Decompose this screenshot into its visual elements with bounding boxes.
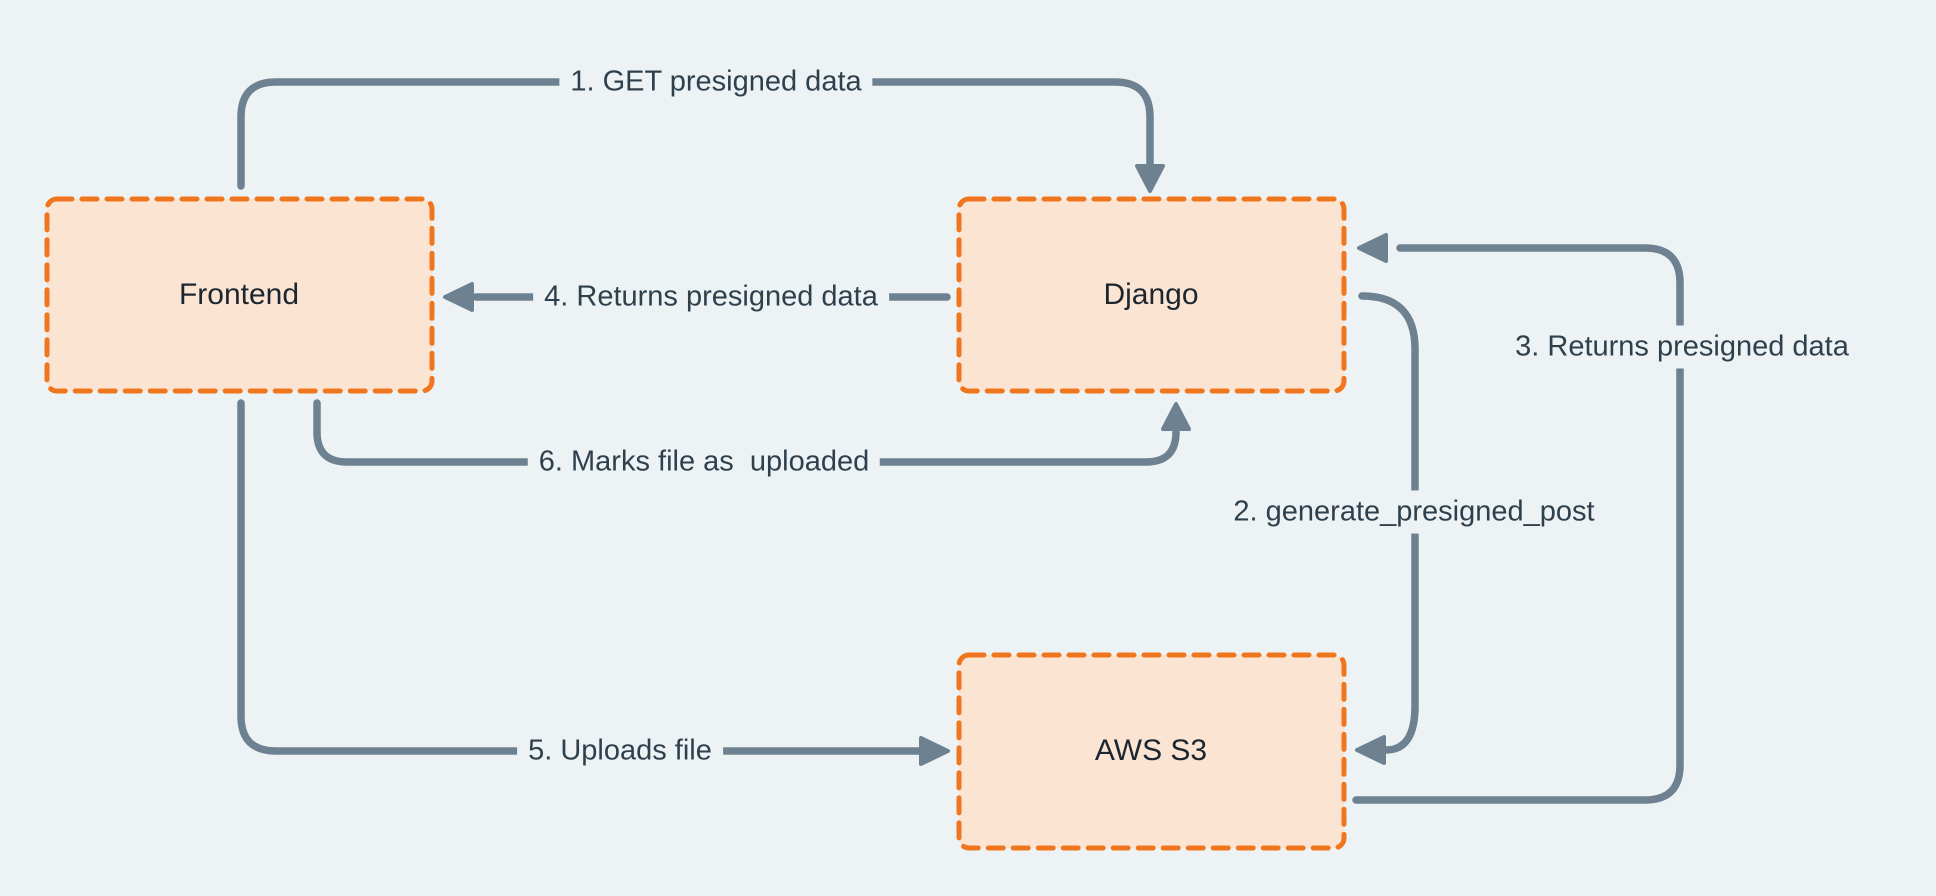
frontend-node-label: Frontend	[178, 278, 300, 311]
aws-s3-node-label: AWS S3	[1094, 734, 1208, 767]
arrow-4-left-arrowhead-icon	[443, 282, 474, 312]
arrow-5-right-arrowhead-icon	[919, 736, 950, 766]
arrow-5-uploads-file	[237, 399, 923, 755]
arrow-3-returns-presigned-data	[1352, 244, 1684, 804]
django-node-box	[956, 196, 1347, 394]
frontend-node-box	[44, 196, 435, 394]
edge-label-step-4: 4. Returns presigned data	[533, 275, 889, 319]
arrow-3-left-arrowhead-icon	[1357, 233, 1388, 263]
edge-label-step-5: 5. Uploads file	[517, 729, 723, 773]
arrow-6-marks-file-uploaded	[313, 399, 1180, 466]
arrow-2-left-arrowhead-icon	[1355, 735, 1386, 765]
arrow-1-down-arrowhead-icon	[1135, 164, 1165, 193]
aws-s3-node-box	[956, 652, 1347, 851]
edge-label-step-3: 3. Returns presigned data	[1504, 325, 1860, 369]
arrow-6-up-arrowhead-icon	[1161, 402, 1191, 431]
django-node-label: Django	[1103, 278, 1199, 311]
edge-label-step-6: 6. Marks file as uploaded	[527, 440, 881, 484]
edge-label-step-2: 2. generate_presigned_post	[1222, 490, 1606, 534]
arrow-2-generate-presigned-post	[1358, 292, 1419, 754]
edge-label-step-1: 1. GET presigned data	[559, 60, 873, 104]
